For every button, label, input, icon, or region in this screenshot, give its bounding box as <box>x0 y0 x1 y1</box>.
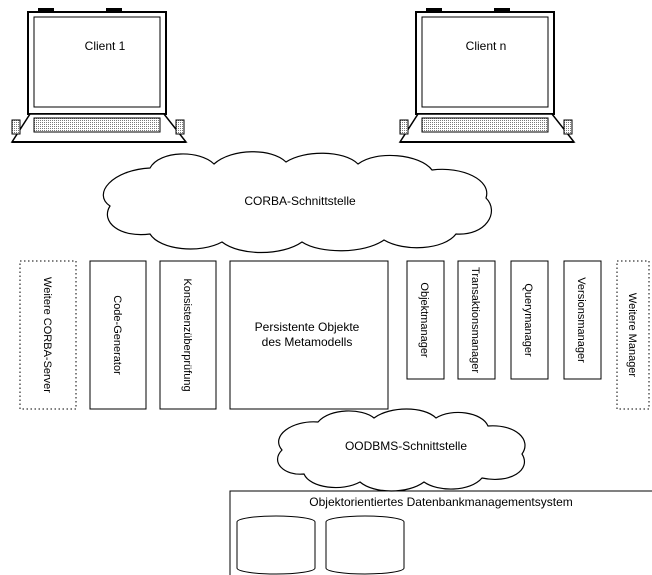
transaktionsmanager-box: Transaktionsmanager <box>457 260 496 380</box>
database-disk-stack-icon <box>325 515 405 575</box>
oodbms-interface-label: OODBMS-Schnittstelle <box>345 439 467 453</box>
database-disk-stack-icon <box>236 515 316 575</box>
persistente-objekte-label-line1: Persistente Objekte <box>255 320 360 334</box>
querymanager-label: Querymanager <box>522 283 534 357</box>
persistente-objekte-label-line2: des Metamodells <box>262 335 353 349</box>
objektmanager-box: Objektmanager <box>406 260 445 380</box>
oodbms-interface-cloud: OODBMS-Schnittstelle <box>276 408 526 492</box>
konsistenzpruefung-label: Konsistenzüberprüfung <box>181 278 193 391</box>
client-n-label: Client n <box>466 39 507 53</box>
weitere-corba-server-box: Weitere CORBA-Server <box>19 260 77 410</box>
code-generator-box: Code-Generator <box>89 260 147 410</box>
weitere-manager-label: Weitere Manager <box>626 293 638 378</box>
objektmanager-label: Objektmanager <box>418 282 430 358</box>
client-n-laptop: Client n <box>398 8 576 143</box>
corba-interface-cloud: CORBA-Schnittstelle <box>102 151 492 254</box>
querymanager-box: Querymanager <box>510 260 549 380</box>
laptop-icon <box>398 8 576 143</box>
versionsmanager-box: Versionsmanager <box>563 260 602 380</box>
corba-interface-label: CORBA-Schnittstelle <box>244 194 356 208</box>
weitere-corba-server-label: Weitere CORBA-Server <box>41 277 53 393</box>
code-generator-label: Code-Generator <box>111 295 123 375</box>
client-1-laptop: Client 1 <box>10 8 188 143</box>
laptop-icon <box>10 8 188 143</box>
transaktionsmanager-label: Transaktionsmanager <box>469 267 481 373</box>
oodbms-box: Objektorientiertes Datenbankmanagementsy… <box>229 490 652 575</box>
weitere-manager-box: Weitere Manager <box>616 260 650 410</box>
persistente-objekte-box: Persistente Objekte des Metamodells <box>229 260 389 410</box>
client-1-label: Client 1 <box>85 39 126 53</box>
konsistenzpruefung-box: Konsistenzüberprüfung <box>159 260 217 410</box>
versionsmanager-label: Versionsmanager <box>575 277 587 363</box>
oodbms-title: Objektorientiertes Datenbankmanagementsy… <box>309 495 572 509</box>
